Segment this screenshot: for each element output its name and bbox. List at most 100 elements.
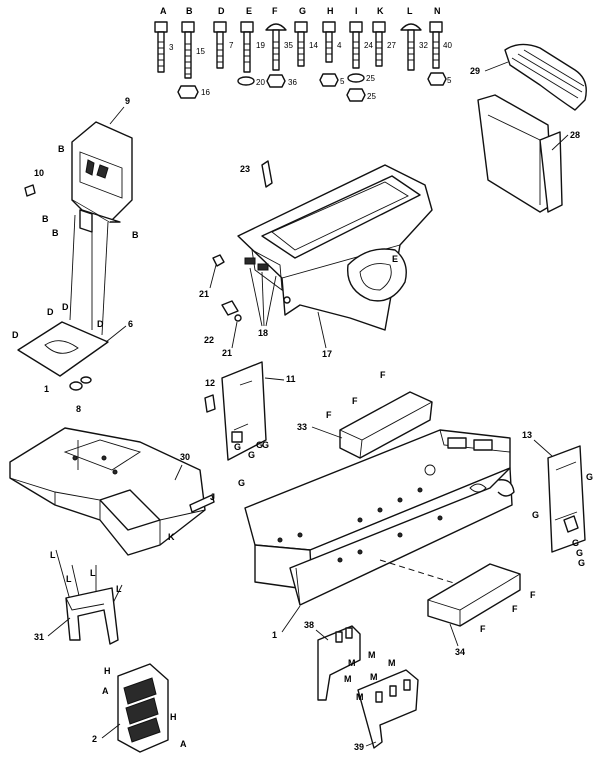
hardware-number: 19 xyxy=(256,41,265,50)
callout-letter: A xyxy=(180,739,187,749)
part-28-grille-frame: 28 xyxy=(477,94,580,213)
hardware-number: 32 xyxy=(419,41,428,50)
hardware-letter: N xyxy=(434,6,441,16)
bolt-H: H 4 5 xyxy=(319,6,345,87)
callout-letter: G xyxy=(238,478,245,488)
callout-letter: L xyxy=(66,574,72,584)
callout-letter: K xyxy=(168,532,175,542)
hardware-letter: F xyxy=(272,6,278,16)
part-number: 9 xyxy=(125,96,130,106)
callout-letter: M xyxy=(344,674,352,684)
callout-letter: F xyxy=(326,410,332,420)
part-38-bracket: 38 M M M xyxy=(304,620,376,701)
part-number: 31 xyxy=(34,632,44,642)
part-33-pad: F F F 33 xyxy=(297,370,433,459)
callout-letter: H xyxy=(170,712,177,722)
part-number: 11 xyxy=(286,374,296,384)
callout-letter: G xyxy=(234,442,241,452)
part-number: 39 xyxy=(354,742,364,752)
callout-letter: D xyxy=(62,302,69,312)
bolt-L: L 32 xyxy=(400,6,428,71)
part-34-pad: F F F 34 xyxy=(427,563,536,657)
callout-letter: B xyxy=(52,228,59,238)
callout-letter: G xyxy=(262,440,269,450)
hardware-number: 5 xyxy=(447,76,452,85)
part-number: 8 xyxy=(76,404,81,414)
part-11-left-bracket: 12 11 G G G G G xyxy=(204,361,296,488)
callout-letter: M xyxy=(356,692,364,702)
part-number: 33 xyxy=(297,422,307,432)
part-6-mount-plate: 6 D D D D 1 8 xyxy=(12,302,133,414)
part-31-bracket: 31 xyxy=(34,587,119,645)
hardware-letter: B xyxy=(186,6,193,16)
hardware-number: 7 xyxy=(229,41,234,50)
part-1-main-frame: 1 xyxy=(244,429,515,640)
part-17-hood: E 17 xyxy=(237,164,433,359)
callout-letter: G xyxy=(578,558,585,568)
hardware-letter: A xyxy=(160,6,167,16)
part-number: 29 xyxy=(470,66,480,76)
callout-letter: F xyxy=(352,396,358,406)
hardware-letter: I xyxy=(355,6,358,16)
callout-letter: L xyxy=(90,568,96,578)
bolt-G: G 14 xyxy=(294,6,318,67)
hardware-number: 3 xyxy=(169,43,174,52)
callout-letter: E xyxy=(392,254,398,264)
hardware-number: 4 xyxy=(337,41,342,50)
part-2-panel: H A H A 2 xyxy=(92,663,187,753)
dash-leader-lines xyxy=(69,214,109,336)
part-23-clip: 23 xyxy=(240,160,273,188)
callout-letter: A xyxy=(102,686,109,696)
callout-letter: L xyxy=(50,550,56,560)
part-number: 6 xyxy=(128,319,133,329)
bolt-K: K 27 xyxy=(372,6,396,67)
part-number: 34 xyxy=(455,647,465,657)
callout-letter: L xyxy=(116,584,122,594)
part-number: 21 xyxy=(199,289,209,299)
callout-letter: J xyxy=(210,492,215,502)
callout-letter: F xyxy=(480,624,486,634)
callout-letter: M xyxy=(370,672,378,682)
hardware-number: 25 xyxy=(366,74,375,83)
callout-letter: B xyxy=(58,144,65,154)
bolt-A: A 3 xyxy=(154,6,174,73)
hardware-number: 20 xyxy=(256,78,265,87)
callout-letter: D xyxy=(47,307,54,317)
hardware-letter: G xyxy=(299,6,306,16)
callout-letter: G xyxy=(586,472,593,482)
hardware-number: 16 xyxy=(201,88,210,97)
bolt-B: B 15 16 xyxy=(177,6,210,99)
hardware-number: 24 xyxy=(364,41,373,50)
callout-letter: F xyxy=(512,604,518,614)
bolt-N: N 40 5 xyxy=(427,6,452,86)
callout-letter: G xyxy=(576,548,583,558)
part-number: 1 xyxy=(272,630,277,640)
part-number: 28 xyxy=(570,130,580,140)
l-leaders: L L L L xyxy=(50,549,123,606)
part-number: 38 xyxy=(304,620,314,630)
hardware-letter: L xyxy=(407,6,413,16)
callout-letter: B xyxy=(132,230,139,240)
part-number: 17 xyxy=(322,349,332,359)
part-number: 23 xyxy=(240,164,250,174)
callout-letter: M xyxy=(388,658,396,668)
part-number: 10 xyxy=(34,168,44,178)
callout-letter: F xyxy=(530,590,536,600)
callout-letter: B xyxy=(42,214,49,224)
dashed-leader xyxy=(379,559,471,589)
hardware-letter: E xyxy=(246,6,252,16)
bolt-E: E 19 20 xyxy=(237,6,265,87)
part-number: 13 xyxy=(522,430,532,440)
part-9-dash-panel: 9 B B B B xyxy=(42,96,139,240)
part-number: 30 xyxy=(180,452,190,462)
callout-letter: G xyxy=(532,510,539,520)
part-13-right-bracket: 13 G G G G G xyxy=(522,430,593,568)
hardware-number: 14 xyxy=(309,41,318,50)
hardware-number: 15 xyxy=(196,47,205,56)
part-number: 18 xyxy=(258,328,268,338)
bolt-F: F 35 36 xyxy=(265,6,297,88)
hardware-number: 5 xyxy=(340,77,345,86)
hardware-row: A 3 B 15 16 D 7 E 19 xyxy=(154,6,452,102)
